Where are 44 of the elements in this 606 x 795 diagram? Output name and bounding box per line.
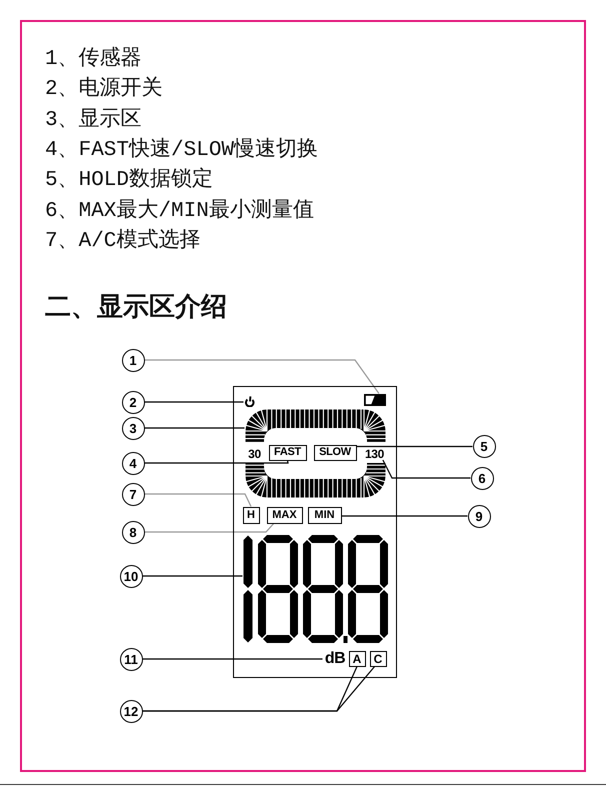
callout-number: 10: [120, 564, 142, 588]
callout-number: 7: [122, 482, 144, 506]
section-heading: 二、显示区介绍: [45, 293, 227, 323]
callout-number: 12: [120, 700, 142, 722]
lcd-indicator: A: [348, 650, 366, 666]
callout-number: 11: [120, 648, 142, 670]
callout-number: 5: [472, 435, 496, 458]
unit-label: dB: [322, 650, 348, 666]
leader-line: [144, 493, 252, 507]
list-item: 5、HOLD数据锁定: [45, 168, 214, 194]
battery-icon: [364, 394, 386, 406]
leader-line: [144, 460, 289, 464]
callout-number: 3: [122, 416, 144, 440]
list-item: 1、传感器: [45, 47, 142, 73]
list-item: 7、A/C模式选择: [45, 229, 200, 255]
callout-number: 1: [122, 348, 144, 372]
scale-number: 30: [247, 448, 262, 460]
lcd-indicator: C: [370, 650, 386, 666]
callout-number: 8: [122, 520, 144, 544]
power-icon: [244, 396, 256, 406]
lcd-indicator: SLOW: [314, 444, 356, 460]
leader-line: [142, 575, 242, 577]
list-item: 6、MAX最大/MIN最小测量值: [45, 199, 314, 225]
callout-number: 4: [122, 452, 144, 474]
callout-number: 9: [468, 504, 490, 528]
lcd-display-frame: [233, 386, 397, 678]
lcd-indicator: MAX: [266, 506, 302, 524]
callout-number: 6: [470, 466, 494, 490]
leader-line: [144, 359, 380, 394]
leader-line: [142, 658, 322, 660]
lcd-indicator: FAST: [268, 444, 306, 460]
seven-segment-digits: [242, 534, 388, 642]
lcd-indicator: H: [242, 506, 260, 524]
leader-line: [144, 401, 244, 403]
callout-number: 2: [122, 390, 144, 414]
list-item: 2、电源开关: [45, 77, 163, 103]
lcd-indicator: MIN: [308, 506, 342, 524]
list-item: 3、显示区: [45, 108, 142, 134]
scale-number: 130: [362, 448, 386, 460]
leader-line: [342, 515, 468, 517]
leader-line: [144, 523, 274, 533]
list-item: 4、FAST快速/SLOW慢速切换: [45, 138, 318, 164]
bar-graph-ring: [244, 408, 386, 498]
leader-line: [144, 427, 244, 429]
